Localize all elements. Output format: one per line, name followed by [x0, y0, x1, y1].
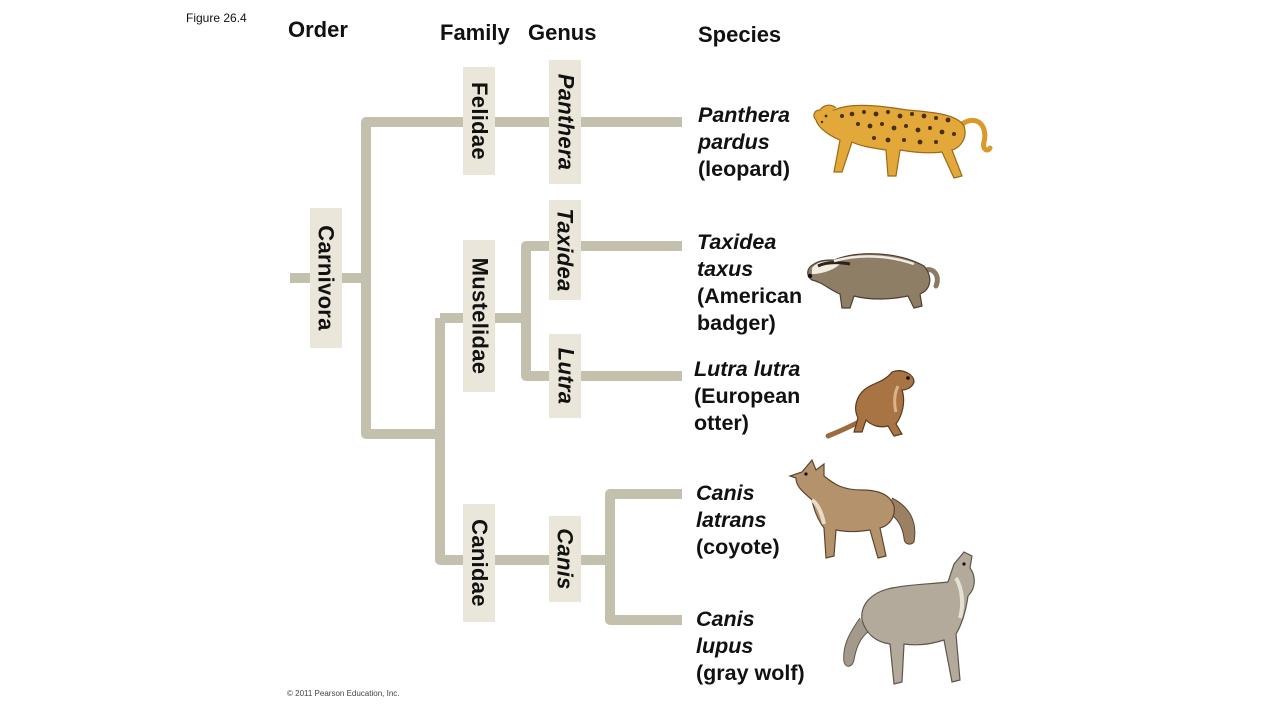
otter-image	[825, 370, 915, 439]
species-label-badger: Taxidea taxus (American badger)	[697, 230, 803, 335]
family-box-mustelidae: Mustelidae	[463, 240, 495, 392]
genus-box-panthera: Panthera	[549, 60, 581, 184]
branch-carnivora	[361, 117, 682, 439]
genus-label: Panthera	[553, 73, 579, 171]
genus-box-canis: Canis	[549, 516, 581, 602]
species-label-otter: Lutra lutra (European otter)	[694, 357, 801, 435]
branch-canis-species	[605, 489, 682, 625]
header-order: Order	[288, 17, 348, 42]
genus-label: Canis	[553, 528, 579, 590]
wolf-image	[843, 551, 975, 685]
family-label: Felidae	[467, 82, 493, 160]
family-label: Mustelidae	[467, 257, 493, 375]
figure-label: Figure 26.4	[186, 11, 247, 25]
genus-box-lutra: Lutra	[549, 334, 581, 418]
header-genus: Genus	[528, 20, 597, 45]
order-box: Carnivora	[310, 208, 342, 348]
genus-label: Lutra	[553, 347, 578, 405]
header-species: Species	[698, 22, 782, 47]
order-label: Carnivora	[314, 225, 339, 331]
species-label-coyote: Canis latrans (coyote)	[696, 481, 780, 559]
species-label-leopard: Panthera pardus (leopard)	[698, 103, 791, 181]
coyote-image	[788, 458, 916, 559]
badger-image	[807, 253, 940, 309]
family-box-felidae: Felidae	[463, 67, 495, 175]
genus-box-taxidea: Taxidea	[549, 200, 581, 300]
copyright-notice: © 2011 Pearson Education, Inc.	[287, 689, 400, 698]
branch-mustelidae-genera	[521, 241, 682, 381]
family-label: Canidae	[467, 519, 492, 607]
genus-label: Taxidea	[553, 208, 578, 292]
family-box-canidae: Canidae	[463, 504, 495, 622]
species-label-wolf: Canis lupus (gray wolf)	[696, 607, 805, 685]
leopard-image	[813, 104, 993, 179]
header-family: Family	[440, 20, 510, 45]
